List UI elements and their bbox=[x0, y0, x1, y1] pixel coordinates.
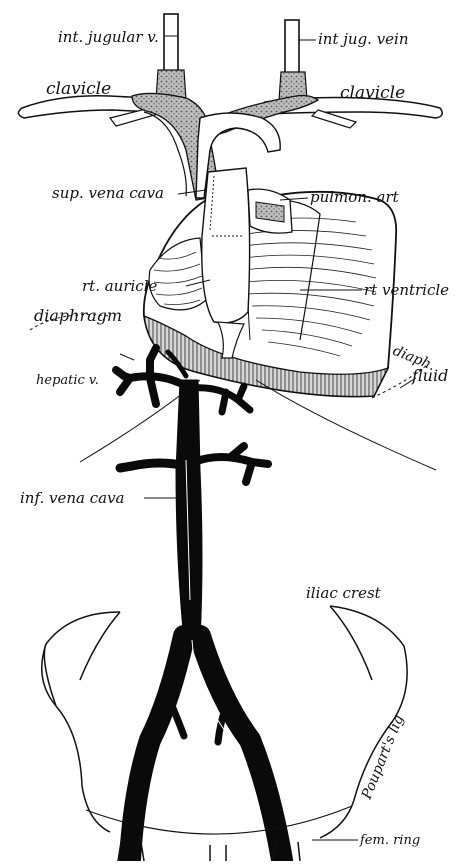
label-clavicle-left: clavicle bbox=[46, 79, 111, 99]
label-diaphragm: diaphragm bbox=[34, 306, 122, 325]
label-fluid: fluid bbox=[411, 366, 448, 385]
venous-system bbox=[116, 348, 282, 860]
label-pouparts-lig: Poupart's lig bbox=[358, 713, 407, 803]
label-clavicle-right: clavicle bbox=[340, 83, 405, 103]
label-pulmon-art: pulmon. art bbox=[310, 188, 400, 206]
label-int-jugular: int. jugular v. bbox=[58, 28, 159, 46]
label-rt-ventricle: rt ventricle bbox=[364, 281, 449, 299]
label-fem-ring: fem. ring bbox=[359, 833, 420, 848]
pelvis bbox=[42, 606, 407, 861]
label-int-jug-vein: int jug. vein bbox=[318, 30, 409, 48]
label-iliac-crest: iliac crest bbox=[306, 584, 382, 602]
label-rt-auricle: rt. auricle bbox=[82, 277, 158, 295]
label-inf-vena-cava: inf. vena cava bbox=[20, 489, 125, 507]
internal-jugular-veins bbox=[156, 14, 307, 100]
label-hepatic-v: hepatic v. bbox=[36, 373, 99, 388]
label-sup-vena-cava: sup. vena cava bbox=[52, 184, 164, 202]
